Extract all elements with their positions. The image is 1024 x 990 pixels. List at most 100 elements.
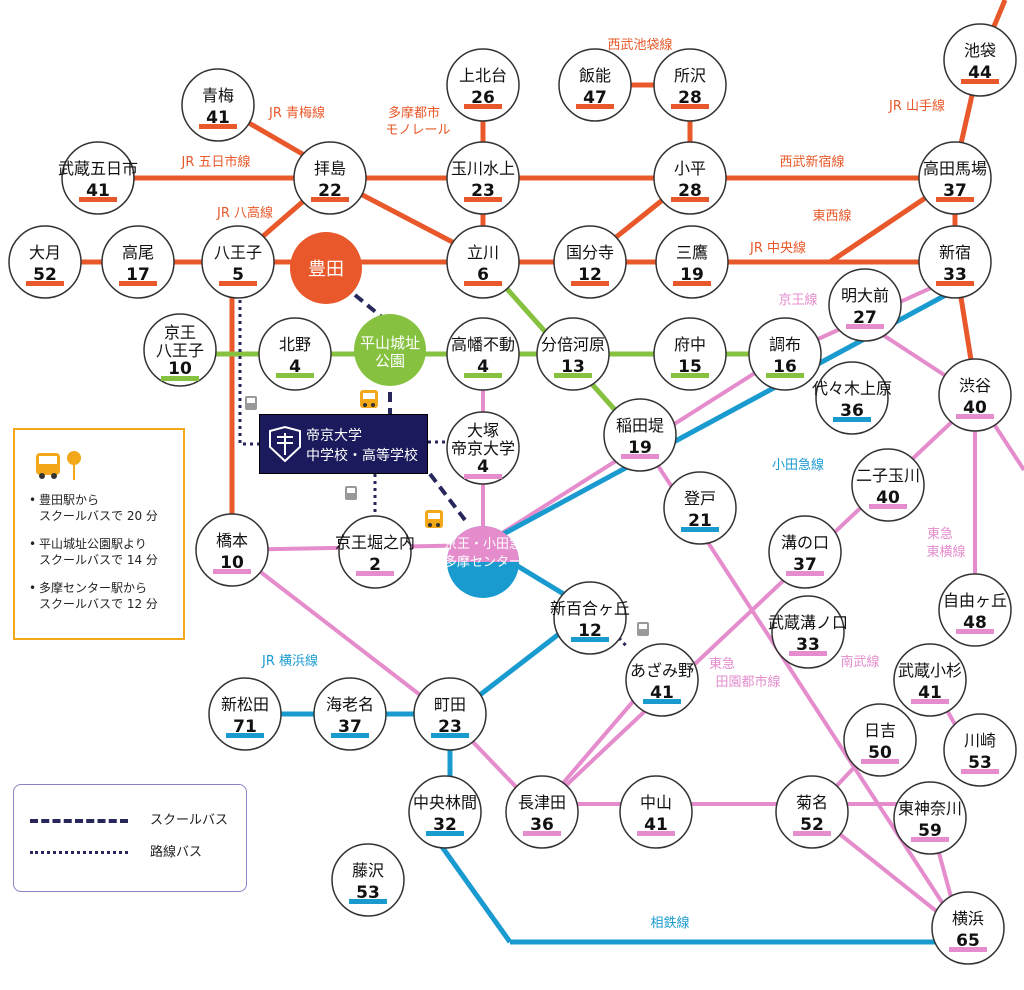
line-color-bar	[161, 376, 199, 381]
station-minutes: 41	[650, 683, 674, 703]
station-minutes: 4	[477, 457, 489, 477]
station-name: 北野	[279, 335, 311, 354]
station-minutes: 10	[220, 553, 244, 573]
station-minutes: 41	[918, 683, 942, 703]
line-color-bar	[789, 651, 827, 656]
label-seibu-shinjuku: 西武新宿線	[779, 154, 844, 170]
map-bus-icons	[245, 390, 649, 636]
station-name: 玉川水上	[451, 159, 515, 178]
station-name: 分倍河原	[541, 335, 605, 354]
line-color-bar	[576, 104, 614, 109]
station-circle	[181, 68, 255, 142]
station-minutes: 2	[369, 555, 381, 575]
station-minutes: 23	[471, 181, 495, 201]
label-tokyu-toyoko-1: 東急	[927, 526, 953, 542]
school-bus-key-label: スクールバス	[150, 813, 229, 828]
station-minutes: 37	[943, 181, 967, 201]
station-name: 上北台	[459, 66, 507, 85]
station-minutes: 4	[477, 357, 489, 377]
line-color-bar	[956, 629, 994, 634]
station-minutes: 32	[433, 815, 457, 835]
label-jr-yamanote: JR 山手線	[888, 98, 945, 114]
line-color-bar	[464, 474, 502, 479]
station-minutes: 17	[126, 265, 150, 285]
access-note-line: 平山城址公園駅より	[39, 537, 147, 551]
station-name: 国分寺	[566, 243, 614, 262]
station-hirayamajoshi[interactable]: 平山城址公園	[354, 314, 426, 386]
line-color-bar	[431, 733, 469, 738]
access-note-line: スクールバスで 20 分	[39, 509, 158, 523]
station-name: 自由ヶ丘	[943, 591, 1007, 610]
access-note-line: 豊田駅から	[39, 493, 100, 507]
station-minutes: 22	[318, 181, 342, 201]
line-color-bar	[793, 831, 831, 836]
station-tachikawa[interactable]: 立川6	[446, 225, 520, 299]
station-circle	[815, 361, 889, 435]
station-toyoda[interactable]: 豊田	[290, 232, 362, 304]
station-tamagawajosui[interactable]: 玉川水上 23	[446, 141, 520, 215]
station-circle	[61, 141, 135, 215]
station-minutes: 33	[796, 635, 820, 655]
station-circle	[143, 313, 217, 387]
station-kitano[interactable]: 北野4	[258, 317, 332, 391]
station-name: 大月	[29, 243, 61, 262]
line-color-bar	[219, 281, 257, 286]
station-circle	[446, 141, 520, 215]
line-color-bar	[571, 281, 609, 286]
station-minutes: 5	[232, 265, 244, 285]
station-name: 中山	[640, 793, 672, 812]
station-circle	[408, 775, 482, 849]
station-circle	[553, 225, 627, 299]
line-color-bar	[464, 373, 502, 378]
station-name: 渋谷	[959, 376, 991, 395]
